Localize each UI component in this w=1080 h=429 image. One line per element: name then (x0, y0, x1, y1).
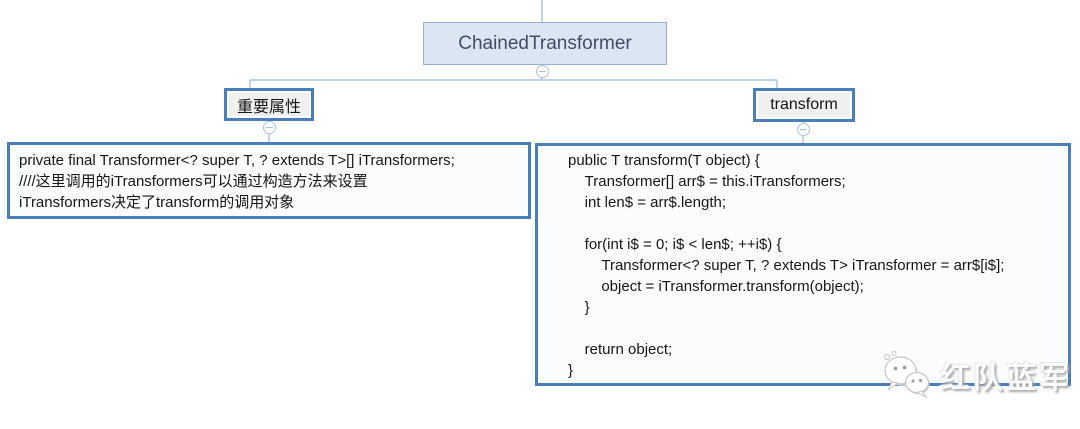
note-text: public T transform(T object) { Transform… (568, 152, 1005, 379)
collapse-toggle-left[interactable] (263, 121, 276, 134)
root-topic-label: ChainedTransformer (458, 32, 632, 54)
note-text: private final Transformer<? super T, ? e… (19, 152, 455, 211)
topic-label: transform (770, 96, 838, 113)
collapse-toggle-right[interactable] (797, 123, 810, 136)
minus-icon (800, 128, 807, 131)
note-node-fields[interactable]: private final Transformer<? super T, ? e… (7, 142, 531, 219)
topic-node-important-attributes[interactable]: 重要属性 (224, 88, 314, 121)
collapse-toggle-root[interactable] (536, 65, 549, 78)
topic-node-transform[interactable]: transform (753, 88, 855, 122)
topic-label: 重要属性 (236, 98, 301, 116)
minus-icon (539, 70, 546, 73)
note-node-transform-code[interactable]: public T transform(T object) { Transform… (535, 143, 1071, 386)
minus-icon (266, 126, 273, 129)
root-topic-node[interactable]: ChainedTransformer (423, 22, 667, 65)
